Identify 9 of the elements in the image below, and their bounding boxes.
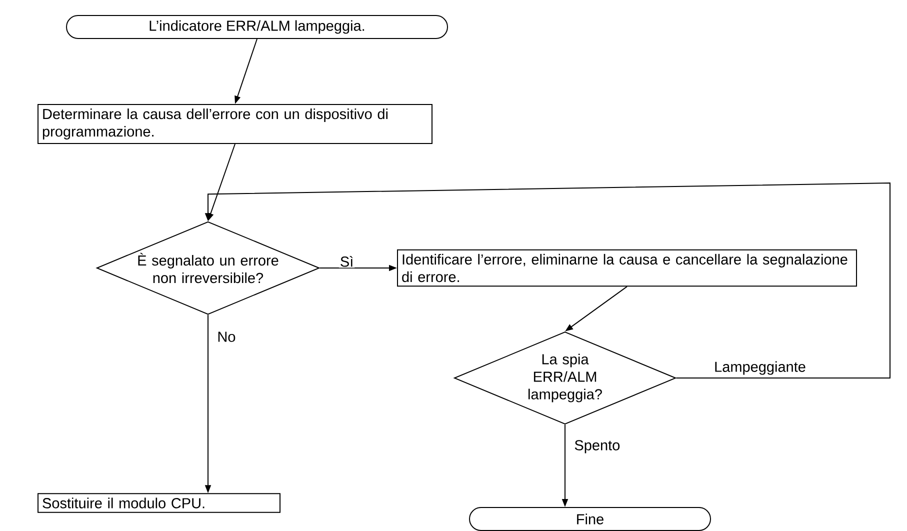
edge-label: Spento	[573, 439, 622, 454]
edge-label: Lampeggiante	[713, 360, 807, 376]
process-box: Identificare l’errore, eliminarne la causa e cancellare la segnalazione di errore.	[397, 249, 857, 287]
terminal-box: Fine	[469, 507, 711, 531]
process-box: Sostituire il modulo CPU.	[38, 493, 280, 513]
process-box: Determinare la causa dell’errore con un dispositivo di programmazione.	[38, 104, 432, 144]
edge-label: Sì	[338, 254, 355, 268]
edge-label: No	[216, 330, 237, 343]
terminal-box: L’indicatore ERR/ALM lampeggia.	[66, 15, 448, 39]
